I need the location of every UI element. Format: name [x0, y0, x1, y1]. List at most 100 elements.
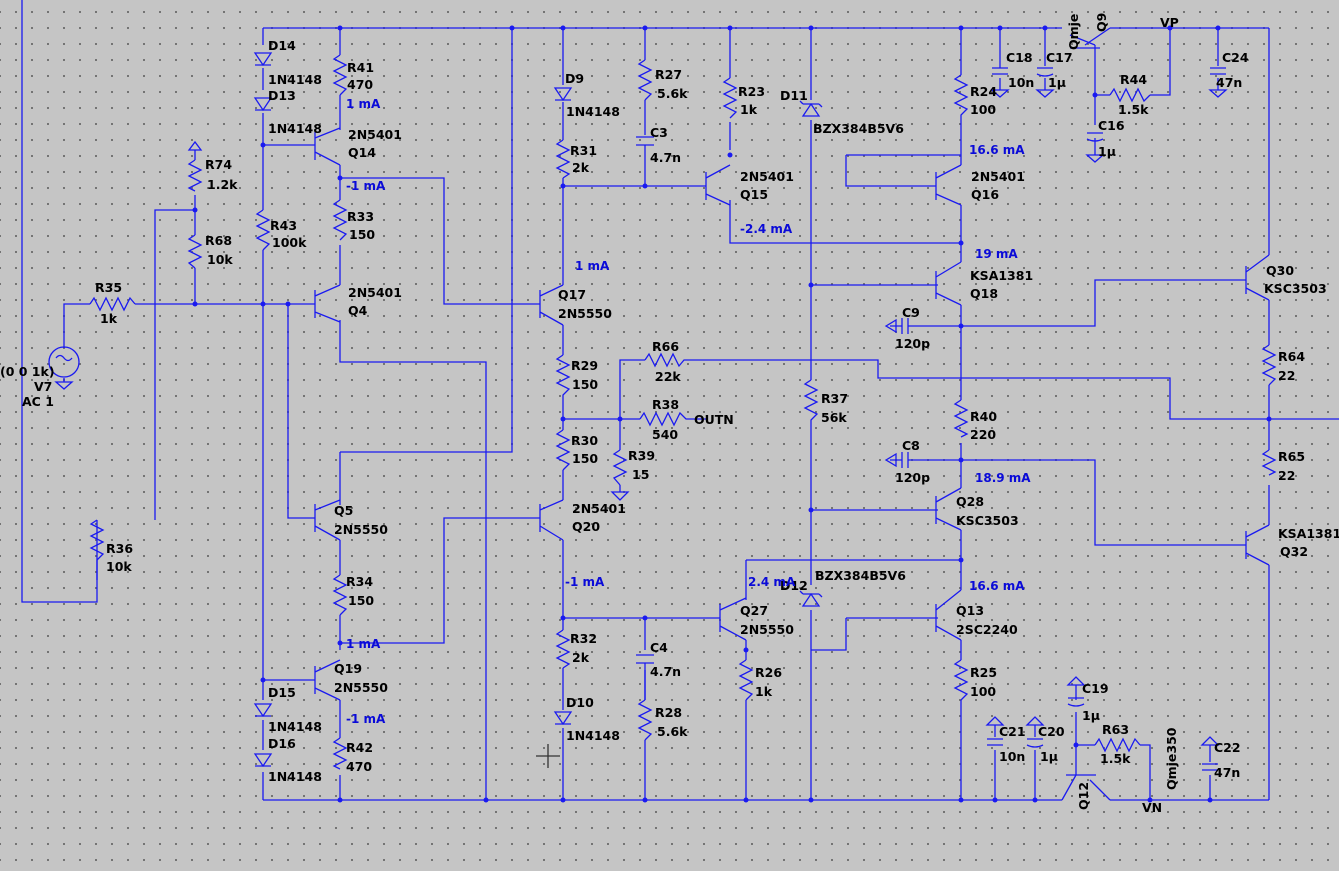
r36-label: R36 — [106, 541, 133, 556]
q17-part: 2N5550 — [558, 306, 612, 321]
current-q17: 1 mA — [575, 259, 610, 273]
c18-label: C18 — [1006, 50, 1033, 65]
r23-symbol — [722, 77, 738, 119]
r34-label: R34 — [346, 574, 373, 589]
current-q15: -2.4 mA — [740, 222, 793, 236]
r33-label: R33 — [347, 209, 374, 224]
current-q13: 16.6 mA — [969, 579, 1025, 593]
c19-label: C19 — [1082, 681, 1109, 696]
r32-label: R32 — [570, 631, 597, 646]
r66-label: R66 — [652, 339, 679, 354]
r41-symbol — [332, 54, 348, 96]
r41-value: 470 — [347, 77, 373, 92]
q17-symbol — [539, 284, 564, 326]
r30-value: 150 — [572, 451, 598, 466]
q14-part: 2N5401 — [348, 127, 402, 142]
d14-symbol — [253, 52, 273, 67]
r68-symbol — [187, 234, 203, 269]
current-r34: 1 mA — [346, 637, 381, 651]
r42-symbol — [332, 737, 348, 770]
r63-label: R63 — [1102, 722, 1129, 737]
r37-symbol — [803, 379, 819, 425]
r66-symbol — [644, 352, 688, 368]
q14-symbol — [314, 127, 341, 166]
v7-param: (0 0 1k) — [0, 364, 55, 379]
r30-label: R30 — [571, 433, 598, 448]
c18-symbol — [992, 67, 1008, 75]
r39-label: R39 — [628, 448, 655, 463]
c22-symbol — [1202, 763, 1218, 771]
r27-label: R27 — [655, 67, 682, 82]
r65-label: R65 — [1278, 449, 1305, 464]
q28-part: KSC3503 — [956, 513, 1019, 528]
q16-symbol — [935, 164, 962, 206]
c24-symbol — [1210, 67, 1226, 75]
r23-value: 1k — [740, 102, 758, 117]
r43-label: R43 — [270, 218, 297, 233]
q9-ref: Q9 — [1094, 13, 1109, 32]
d14-label: D14 — [268, 38, 296, 53]
c17-label: C17 — [1046, 50, 1073, 65]
q5-part: 2N5550 — [334, 522, 388, 537]
r44-symbol — [1109, 87, 1151, 103]
c17-symbol — [1036, 67, 1054, 77]
q30-part: KSC3503 — [1264, 281, 1327, 296]
q19-part: 2N5550 — [334, 680, 388, 695]
q30-ref: Q30 — [1266, 263, 1294, 278]
r65-value: 22 — [1278, 468, 1295, 483]
q32-ref: Q32 — [1280, 544, 1308, 559]
current-r41: 1 mA — [346, 97, 381, 111]
c18-value: 10n — [1008, 75, 1034, 90]
r39-value: 15 — [632, 467, 649, 482]
v7-ac: AC 1 — [22, 394, 54, 409]
d11-value: BZX384B5V6 — [813, 121, 904, 136]
r31-label: R31 — [570, 143, 597, 158]
r40-symbol — [953, 399, 969, 438]
current-q18: 19 mA — [975, 247, 1018, 261]
c16-label: C16 — [1098, 118, 1125, 133]
c4-value: 4.7n — [650, 664, 681, 679]
q14-ref: Q14 — [348, 145, 376, 160]
d10-symbol — [553, 711, 573, 726]
c17-value: 1µ — [1048, 75, 1066, 90]
r34-value: 150 — [348, 593, 374, 608]
q13-symbol — [935, 589, 962, 641]
q32-symbol — [1245, 524, 1270, 566]
q12-symbol — [1061, 774, 1111, 801]
q15-part: 2N5401 — [740, 169, 794, 184]
r25-symbol — [953, 659, 969, 701]
r29-value: 150 — [572, 377, 598, 392]
d12-value: BZX384B5V6 — [815, 568, 906, 583]
diodes — [253, 52, 823, 768]
r31-value: 2k — [572, 160, 590, 175]
r27-symbol — [637, 59, 653, 101]
r36-value: 10k — [106, 559, 132, 574]
c19-value: 1µ — [1082, 708, 1100, 723]
r38-symbol — [639, 411, 690, 427]
q4-part: 2N5401 — [348, 285, 402, 300]
current-q28: 18.9 mA — [975, 471, 1031, 485]
d12-symbol — [799, 590, 823, 607]
c16-symbol — [1086, 132, 1104, 142]
r40-label: R40 — [970, 409, 997, 424]
c24-value: 47n — [1216, 75, 1242, 90]
r74-symbol — [187, 159, 203, 192]
ground-symbols — [54, 89, 1228, 768]
q16-ref: Q16 — [971, 187, 999, 202]
c8-value: 120p — [895, 470, 930, 485]
c9-symbol — [890, 318, 909, 334]
d11-label: D11 — [780, 88, 808, 103]
c4-label: C4 — [650, 640, 668, 655]
r43-value: 100k — [272, 235, 307, 250]
q9-part: Qmje — [1066, 14, 1081, 50]
q5-ref: Q5 — [334, 503, 353, 518]
r63-symbol — [1094, 737, 1141, 753]
r74-label: R74 — [205, 157, 232, 172]
d15-value: 1N4148 — [268, 719, 322, 734]
d9-value: 1N4148 — [566, 104, 620, 119]
current-q20: -1 mA — [565, 575, 605, 589]
r44-value: 1.5k — [1118, 102, 1149, 117]
r65-symbol — [1261, 449, 1277, 476]
